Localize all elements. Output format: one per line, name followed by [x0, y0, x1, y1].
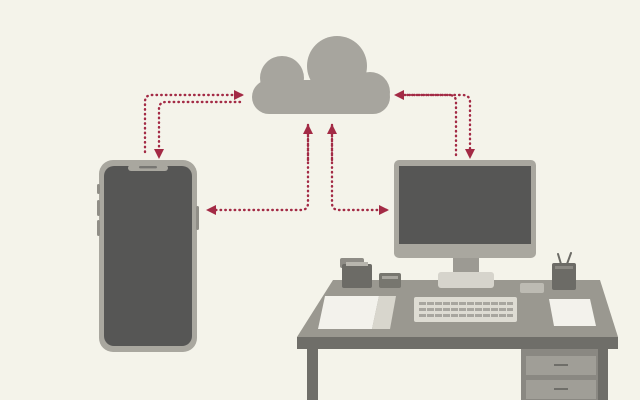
connection-arrows [143, 89, 476, 216]
mouse-icon [520, 283, 544, 293]
arrow-cloud-to-desktop [396, 93, 476, 160]
monitor-icon [394, 160, 536, 288]
arrow-phone-to-cloud [143, 89, 245, 154]
folder-tray-icon [340, 258, 401, 288]
arrow-desktop-to-cloud [393, 89, 458, 157]
keyboard-icon [414, 297, 517, 322]
arrow-phone-cloud-lower [205, 123, 310, 216]
paper-sheet-right [549, 299, 596, 326]
paper-sheet-left [318, 296, 396, 329]
arrow-cloud-to-phone [153, 100, 242, 160]
cloud-icon [252, 36, 390, 114]
smartphone-icon [97, 160, 199, 352]
pen-holder-icon [552, 252, 576, 290]
arrow-cloud-to-desktop-lower [330, 123, 390, 216]
